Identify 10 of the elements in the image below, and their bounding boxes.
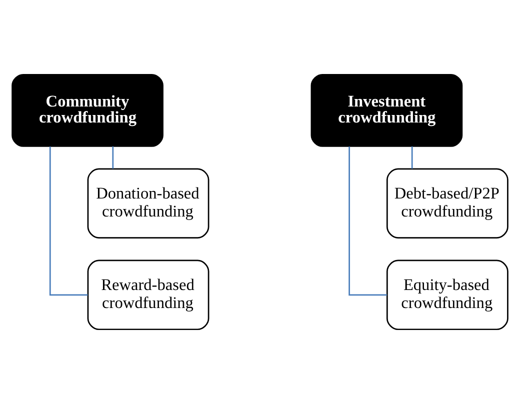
connector bbox=[49, 146, 88, 296]
node-box: Community crowdfunding bbox=[12, 74, 164, 147]
node-box: Investment crowdfunding bbox=[310, 74, 463, 147]
node-box: Reward-based crowdfunding bbox=[87, 260, 210, 330]
node-box: Equity-based crowdfunding bbox=[386, 260, 508, 330]
connector bbox=[112, 146, 114, 169]
node-box: Donation-based crowdfunding bbox=[87, 168, 210, 238]
node-box: Debt-based/P2P crowdfunding bbox=[386, 168, 508, 238]
connector bbox=[348, 146, 387, 296]
connector bbox=[411, 146, 413, 169]
